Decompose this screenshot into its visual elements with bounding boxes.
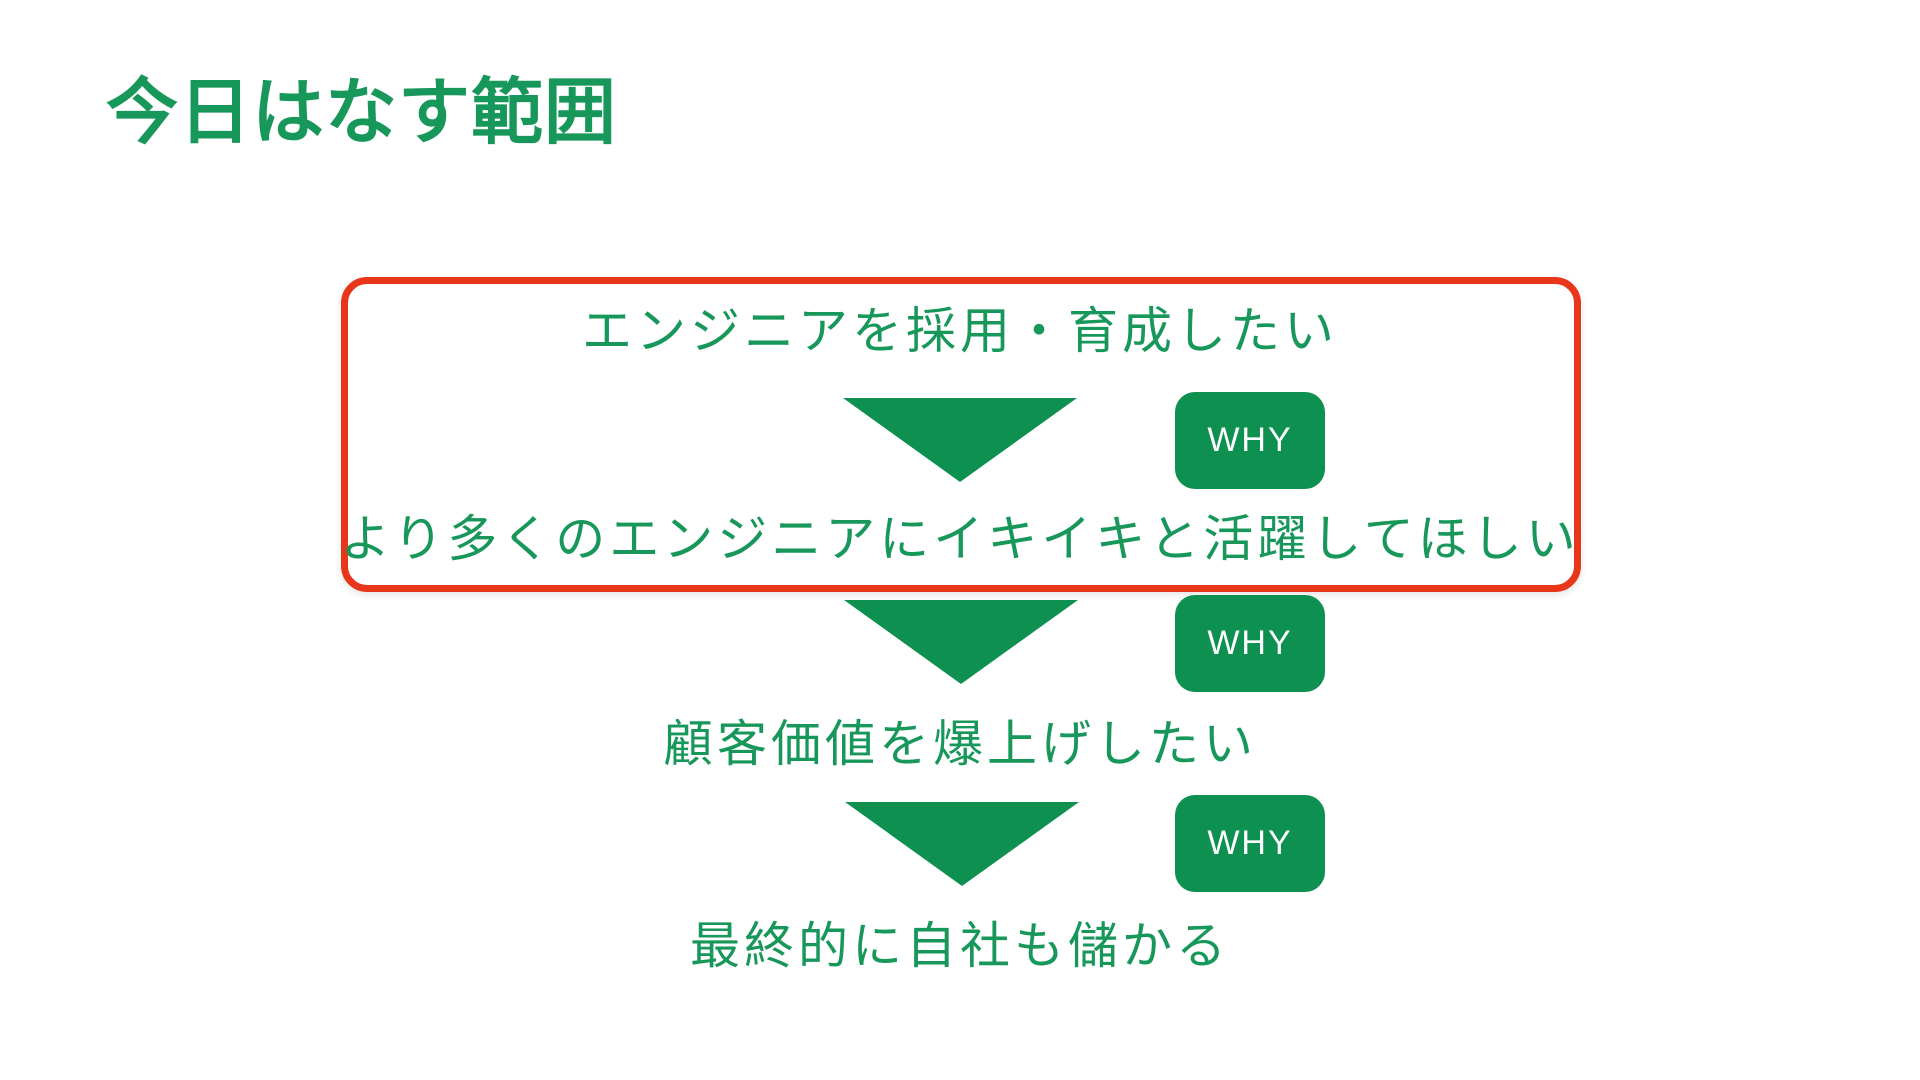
step-2-text: より多くのエンジニアにイキイキと活躍してほしい: [340, 511, 1580, 567]
step-1-text: エンジニアを採用・育成したい: [582, 303, 1338, 359]
down-arrow-icon: [845, 802, 1079, 886]
down-arrow-icon: [843, 398, 1077, 482]
why-badge: WHY: [1175, 595, 1325, 692]
slide-title: 今日はなす範囲: [106, 73, 618, 153]
highlight-box: [341, 277, 1581, 592]
why-badge: WHY: [1175, 392, 1325, 489]
why-badge: WHY: [1175, 795, 1325, 892]
step-4-text: 最終的に自社も儲かる: [690, 918, 1230, 974]
down-arrow-icon: [844, 600, 1078, 684]
step-3-text: 顧客価値を爆上げしたい: [663, 716, 1257, 772]
